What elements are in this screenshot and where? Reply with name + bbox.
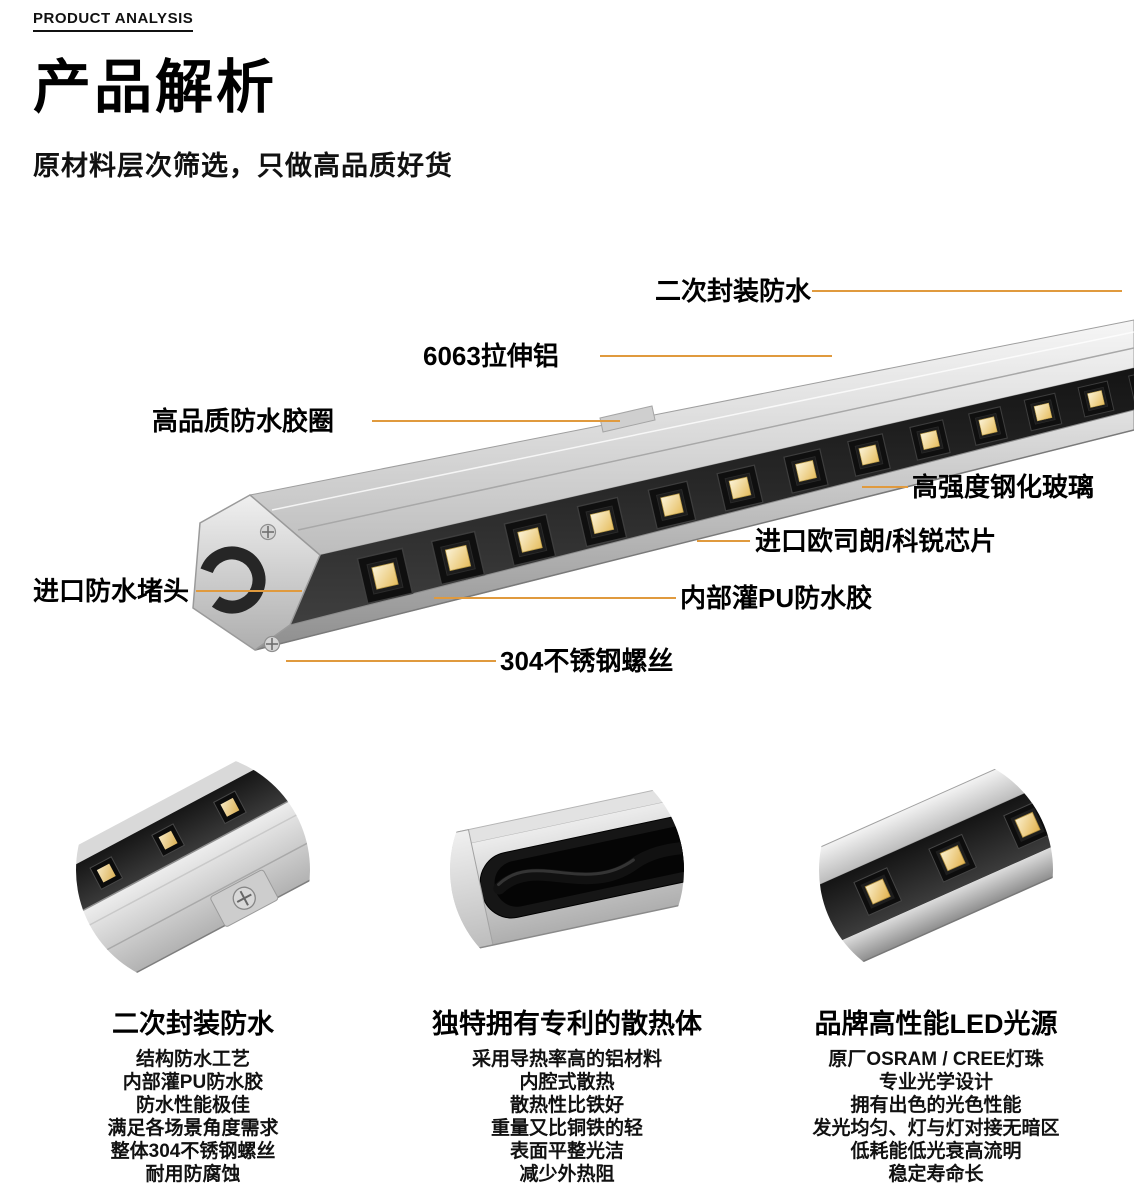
- callout-waterproof-ring: 高品质防水胶圈: [152, 406, 335, 436]
- screw-icon: [450, 925, 462, 945]
- leader-lines: [196, 290, 1122, 662]
- screw-icon: [259, 523, 277, 541]
- header: PRODUCT ANALYSIS 产品解析 原材料层次筛选，只做高品质好货: [33, 10, 453, 183]
- feature-title: 独特拥有专利的散热体: [432, 1009, 702, 1039]
- feature-line: 原厂OSRAM / CREE灯珠: [828, 1049, 1044, 1070]
- feature-line: 减少外热阻: [519, 1164, 615, 1184]
- feature-line: 发光均匀、灯与灯对接无暗区: [812, 1118, 1060, 1139]
- power-cable: [493, 822, 684, 895]
- feature-image-waterproof: [76, 753, 310, 987]
- feature-line: 表面平整光洁: [509, 1141, 624, 1162]
- callout-tempered-glass: 高强度钢化玻璃: [912, 472, 1095, 502]
- feature-line: 稳定寿命长: [888, 1164, 984, 1184]
- feature-line: 耐用防腐蚀: [145, 1164, 241, 1184]
- feature-line: 内腔式散热: [519, 1072, 615, 1093]
- feature-waterproof: 二次封装防水 结构防水工艺 内部灌PU防水胶 防水性能极佳 满足各场景角度需求 …: [8, 752, 378, 1184]
- callout-led-chip: 进口欧司朗/科锐芯片: [755, 526, 997, 556]
- screw-icon: [263, 635, 281, 653]
- page-subtitle: 原材料层次筛选，只做高品质好货: [33, 151, 453, 181]
- feature-section: 二次封装防水 结构防水工艺 内部灌PU防水胶 防水性能极佳 满足各场景角度需求 …: [0, 752, 1134, 1184]
- callout-waterproof-endcap: 进口防水堵头: [33, 576, 190, 606]
- waterproof-ring-clip: [599, 405, 656, 433]
- feature-title: 品牌高性能LED光源: [814, 1009, 1058, 1039]
- product-diagram: 二次封装防水 6063拉伸铝 高品质防水胶圈 高强度钢化玻璃 进口欧司朗/科锐芯…: [0, 220, 1134, 720]
- callout-stainless-screws: 304不锈钢螺丝: [500, 646, 674, 676]
- feature-lines: 采用导热率高的铝材料 内腔式散热 散热性比铁好 重量又比铜铁的轻 表面平整光洁 …: [382, 1048, 752, 1184]
- callout-pu-glue: 内部灌PU防水胶: [680, 583, 873, 613]
- led-bar-illustration: [192, 290, 1134, 662]
- feature-title: 二次封装防水: [112, 1009, 274, 1039]
- feature-line: 整体304不锈钢螺丝: [110, 1141, 276, 1162]
- callout-secondary-waterproof: 二次封装防水: [655, 276, 812, 306]
- feature-line: 拥有出色的光色性能: [850, 1095, 1022, 1116]
- feature-line: 结构防水工艺: [135, 1049, 250, 1070]
- feature-image-led-source: [819, 753, 1053, 987]
- feature-line: 满足各场景角度需求: [107, 1118, 279, 1139]
- feature-line: 防水性能极佳: [135, 1095, 250, 1116]
- feature-line: 专业光学设计: [878, 1072, 993, 1093]
- mounting-bracket: [210, 869, 279, 927]
- feature-lines: 结构防水工艺 内部灌PU防水胶 防水性能极佳 满足各场景角度需求 整体304不锈…: [8, 1048, 378, 1184]
- callout-aluminum-6063: 6063拉伸铝: [423, 341, 559, 371]
- feature-line: 采用导热率高的铝材料: [471, 1049, 662, 1070]
- feature-image-heatsink: [450, 753, 684, 987]
- feature-line: 低耗能低光衰高流明: [850, 1141, 1022, 1162]
- feature-line: 重量又比铜铁的轻: [490, 1118, 643, 1139]
- page-title: 产品解析: [33, 55, 278, 120]
- feature-line: 散热性比铁好: [509, 1095, 624, 1116]
- feature-line: 内部灌PU防水胶: [122, 1072, 264, 1093]
- waterproof-endcap: [192, 494, 321, 653]
- eyebrow-label: PRODUCT ANALYSIS: [33, 10, 194, 32]
- feature-lines: 原厂OSRAM / CREE灯珠 专业光学设计 拥有出色的光色性能 发光均匀、灯…: [751, 1048, 1121, 1184]
- feature-heatsink: 独特拥有专利的散热体 采用导热率高的铝材料 内腔式散热 散热性比铁好 重量又比铜…: [382, 752, 752, 1184]
- feature-led-source: 品牌高性能LED光源 原厂OSRAM / CREE灯珠 专业光学设计 拥有出色的…: [751, 752, 1121, 1184]
